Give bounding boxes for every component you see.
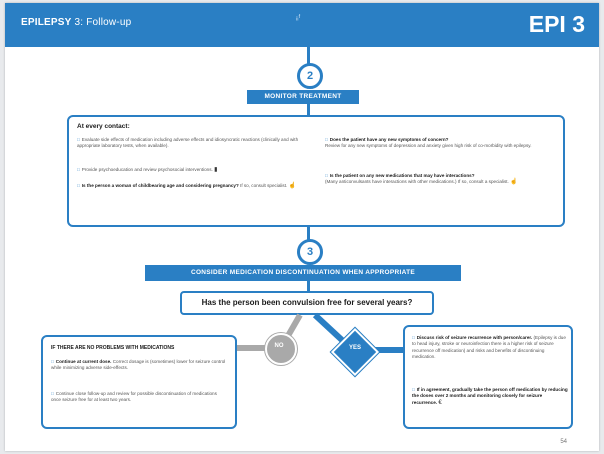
no-marker	[265, 333, 297, 365]
header-bar: EPILEPSY 3: Follow-up ᵢᵢᶠ EPI 3	[5, 3, 599, 47]
specialist-hand-icon: ☝	[288, 183, 297, 189]
yes-marker	[330, 327, 380, 377]
monitor-treatment-box: At every contact: □Evaluate side effects…	[67, 115, 565, 227]
bullet-icon: □	[412, 387, 415, 392]
module-code: EPI 3	[528, 11, 585, 37]
connector-box-step3	[307, 227, 310, 241]
no-item-continue: □Continue at current dose. Correct dosag…	[51, 359, 226, 371]
yes-label: YES	[348, 345, 361, 351]
bullet-icon: □	[51, 391, 54, 396]
connector-step3-question	[307, 281, 310, 291]
yes-box: □Discuss risk of seizure recurrence with…	[403, 325, 573, 429]
every-contact-heading: At every contact:	[77, 123, 130, 130]
monitor-item-new-medications: □Is the patient on any new medications t…	[325, 173, 518, 186]
header-title-sub: 3: Follow-up	[71, 17, 132, 28]
monitor-item-side-effects: □Evaluate side effects of medication inc…	[77, 137, 299, 149]
convulsion-free-question: Has the person been convulsion free for …	[180, 291, 434, 315]
no-problems-box: IF THERE ARE NO PROBLEMS WITH MEDICATION…	[41, 335, 237, 429]
page-number: 54	[560, 439, 567, 445]
yes-branch-line	[312, 312, 346, 344]
no-item-follow-up: □Continue close follow-up and review for…	[51, 391, 217, 403]
bullet-icon: □	[77, 183, 80, 188]
step-3-circle: 3	[297, 239, 323, 265]
monitor-item-new-symptoms: □Does the patient have any new symptoms …	[325, 137, 532, 149]
header-mark: ᵢᵢᶠ	[296, 13, 301, 22]
bullet-icon: □	[325, 137, 328, 142]
monitor-item-pregnancy: □Is the person a woman of childbearing a…	[77, 183, 297, 189]
header-title-bold: EPILEPSY	[21, 17, 72, 28]
step-3-banner: CONSIDER MEDICATION DISCONTINUATION WHEN…	[145, 265, 461, 281]
specialist-hand-icon: ☝	[510, 179, 518, 186]
step-2-circle: 2	[297, 63, 323, 89]
yes-item-taper: □If in agreement, gradually take the per…	[412, 387, 568, 406]
connector-top	[307, 47, 310, 65]
monitor-item-psychoeducation: □Provide psychoeducation and review psyc…	[77, 167, 218, 173]
no-label: NO	[274, 343, 284, 349]
connector-step2-box	[307, 104, 310, 116]
no-problems-heading: IF THERE ARE NO PROBLEMS WITH MEDICATION…	[51, 345, 175, 351]
book-icon: ▮	[214, 167, 218, 173]
header-title: EPILEPSY 3: Follow-up	[21, 17, 131, 28]
bullet-icon: □	[77, 137, 80, 142]
step-2-banner: MONITOR TREATMENT	[247, 90, 359, 104]
yes-item-discuss-risk: □Discuss risk of seizure recurrence with…	[412, 335, 566, 360]
pill-icon: €	[438, 399, 442, 406]
bullet-icon: □	[77, 167, 80, 172]
bullet-icon: □	[51, 359, 54, 364]
bullet-icon: □	[325, 173, 328, 178]
page: EPILEPSY 3: Follow-up ᵢᵢᶠ EPI 3 2 MONITO…	[5, 3, 599, 451]
bullet-icon: □	[412, 335, 415, 340]
